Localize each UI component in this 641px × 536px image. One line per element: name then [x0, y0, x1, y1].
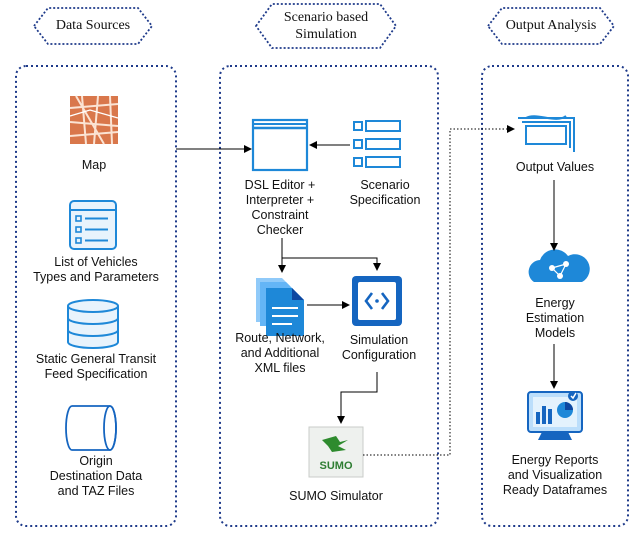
energy-reports-icon: [527, 391, 583, 440]
scenario-spec-label: Scenario Specification: [349, 178, 421, 207]
route-files-label: Route, Network, and Additional XML files: [235, 331, 325, 375]
vehicles-label: List of Vehicles Types and Parameters: [33, 255, 159, 284]
dsl-to-outputs-split-arrow: [281, 238, 381, 271]
sumo-logo-icon: SUMO: [308, 426, 364, 478]
config-to-sumo-arrow: [337, 372, 378, 424]
energy-model-cloud-icon: [528, 249, 590, 282]
sim-config-icon: [352, 276, 402, 326]
energy-reports-label: Energy Reports and Visualization Ready D…: [502, 453, 608, 497]
sumo-to-output-arrow: [363, 125, 515, 456]
scenario-spec-icon: [353, 120, 401, 168]
energy-models-label: Energy Estimation Models: [525, 296, 585, 340]
dsl-editor-icon: [251, 118, 309, 172]
xml-files-icon: [256, 278, 304, 336]
origin-destination-label: Origin Destination Data and TAZ Files: [49, 454, 143, 498]
output-values-label: Output Values: [515, 160, 595, 174]
gtfs-label: Static General Transit Feed Specificatio…: [35, 352, 157, 381]
header-scenario-simulation: Scenario based Simulation: [283, 10, 369, 42]
header-output-analysis: Output Analysis: [505, 18, 597, 33]
header-output-shape: [486, 7, 616, 45]
vehicle-list-icon: [69, 200, 117, 250]
output-values-icon: [518, 115, 575, 152]
map-icon: [69, 95, 119, 145]
map-label: Map: [81, 158, 107, 172]
sumo-simulator-label: SUMO Simulator: [289, 489, 383, 503]
header-scenario-shape: [254, 3, 398, 49]
origin-data-cylinder-icon: [65, 405, 117, 451]
sim-config-label: Simulation Configuration: [341, 333, 417, 362]
dsl-editor-label: DSL Editor + Interpreter + Constraint Ch…: [244, 178, 316, 237]
output-column: [481, 65, 629, 527]
header-data-sources-shape: [32, 7, 154, 45]
header-data-sources: Data Sources: [55, 18, 131, 33]
data-sources-column: [15, 65, 177, 527]
database-icon: [67, 299, 119, 349]
sumo-logo-text: SUMO: [320, 460, 353, 472]
